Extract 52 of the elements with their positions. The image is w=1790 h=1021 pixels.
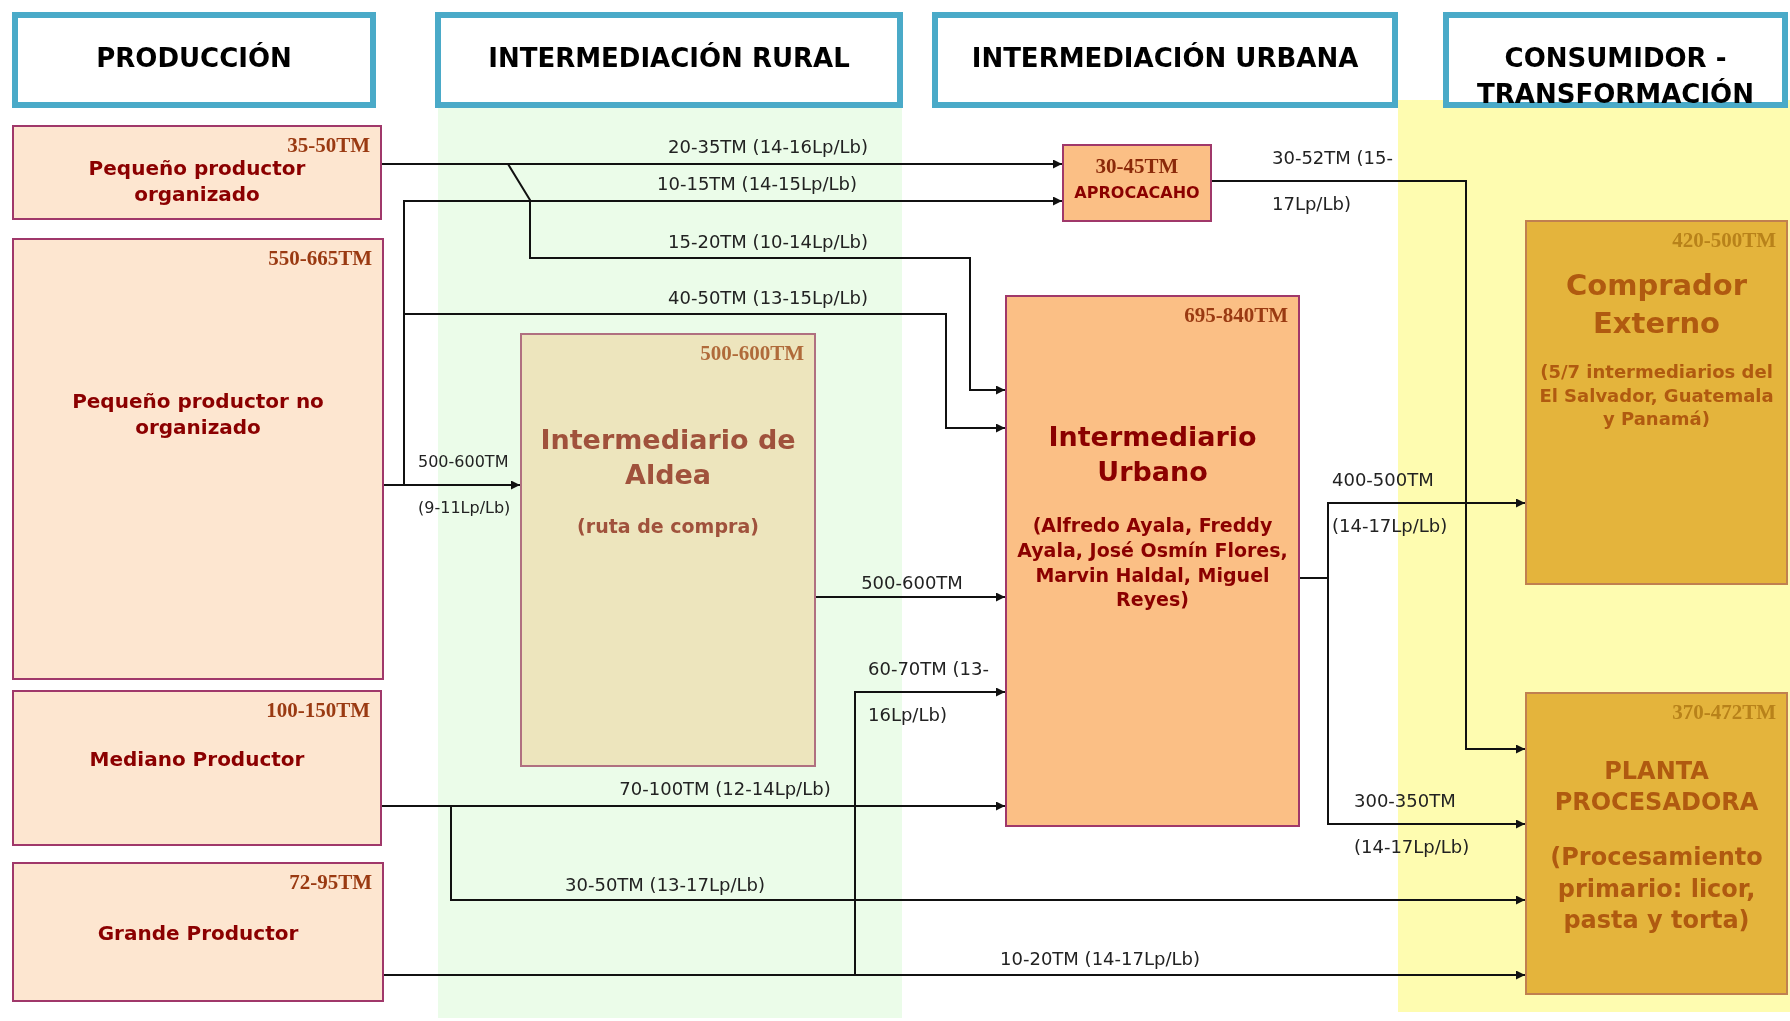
node-subtitle: (5/7 intermediarios del El Salvador, Guatemala y Panamá) [1538,360,1775,431]
node-title: PLANTA PROCESADORA [1553,756,1760,819]
node-subtitle: (Alfredo Ayala, Freddy Ayala, José Osmín Flores, Marvin Haldal, Miguel Reyes) [1016,513,1289,612]
node-title: Intermediario Urbano [1047,420,1258,490]
node-subtitle: (ruta de compra) [576,514,760,539]
edge-label: 60-70TM (13-16Lp/Lb) [868,657,990,727]
edge-label: 40-50TM (13-15Lp/Lb) [668,286,868,308]
column-header-box [932,12,1398,108]
producer-box [12,238,384,680]
edge-label: 20-35TM (14-16Lp/Lb) [668,135,868,157]
edge-label: 10-20TM (14-17Lp/Lb) [1000,947,1200,969]
producer-box [12,125,382,220]
quantity-label: 500-600TM [700,341,804,366]
quantity-label: 695-840TM [1184,303,1288,328]
quantity-label: 72-95TM [289,870,372,895]
column-header-text: CONSUMIDOR - TRANSFORMACIÓN [1476,42,1755,111]
intermediary-box [1005,295,1300,827]
producer-box [12,862,384,1002]
edge-label: 500-600TM (9-11Lp/Lb) [418,451,512,519]
column-header-box [1443,12,1788,108]
flow-arrow [1211,180,1526,754]
buyer-box [1525,220,1788,585]
node-title: Grande Productor [96,920,300,946]
quantity-label: 550-665TM [268,246,372,271]
node-title: Intermediario de Aldea [539,423,797,493]
intermediary-box [520,333,816,767]
association-box [1062,144,1212,222]
edge-label: 400-500TM (14-17Lp/Lb) [1332,468,1449,538]
edge-label: 15-20TM (10-14Lp/Lb) [668,230,868,252]
edge-label: 300-350TM (14-17Lp/Lb) [1354,789,1471,859]
edge-label: 70-100TM (12-14Lp/Lb) [619,777,831,799]
node-title: Pequeño productor no organizado [71,388,325,440]
node-subtitle: (Procesamiento primario: licor, pasta y torta) [1549,842,1764,936]
quantity-label: 30-45TM [1095,154,1179,179]
node-title: Pequeño productor organizado [87,155,307,207]
node-title: APROCACAHO [1073,183,1201,204]
edge-label: 10-15TM (14-15Lp/Lb) [657,172,857,194]
column-header-text: PRODUCCIÓN [95,41,293,75]
node-title: Mediano Productor [88,746,306,772]
producer-box [12,690,382,846]
node-title: Comprador Externo [1564,267,1748,342]
column-header-box [12,12,376,108]
buyer-box [1525,692,1788,995]
quantity-label: 100-150TM [266,698,370,723]
edge-label: 30-52TM (15-17Lp/Lb) [1272,146,1394,216]
column-header-box [435,12,903,108]
quantity-label: 35-50TM [287,133,370,158]
flow-arrow [815,592,1006,602]
edge-label: 30-50TM (13-17Lp/Lb) [565,873,765,895]
column-header-text: INTERMEDIACIÓN RURAL [487,41,851,75]
column-header-text: INTERMEDIACIÓN URBANA [970,41,1360,75]
edge-label: 500-600TM [861,571,963,593]
